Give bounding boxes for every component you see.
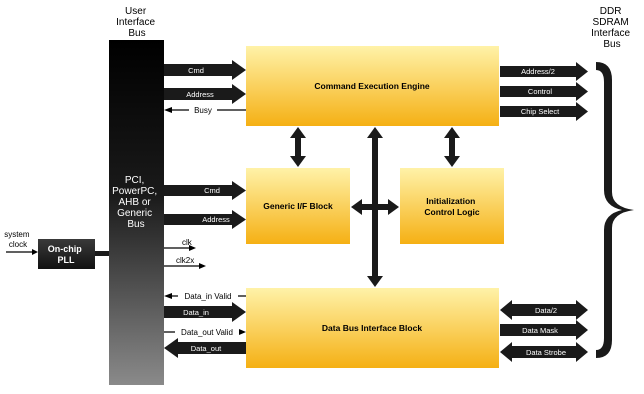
ddr-data-mask-label: Data Mask — [522, 326, 558, 335]
gif-icl-bidirectional-arrow — [351, 199, 399, 215]
cmd-label: Cmd — [188, 66, 204, 75]
user-bus-header: User Interface Bus — [116, 6, 158, 39]
command-execution-engine-block — [246, 46, 499, 126]
cmd-arrow — [164, 60, 246, 80]
data-out-arrow — [164, 338, 246, 358]
cee-gif-bidirectional-arrow — [290, 127, 306, 167]
ddr-control-arrow — [500, 82, 588, 101]
ddr-chip-select-arrow — [500, 102, 588, 121]
ddr-address-arrow — [500, 62, 588, 81]
data-bus-interface-block-label: Data Bus Interface Block — [322, 323, 422, 333]
bus-bar-label: PCI, PowerPC, AHB or Generic Bus — [112, 175, 160, 230]
data-in-valid-label-bg — [178, 289, 238, 301]
generic-if-block-label: Generic I/F Block — [263, 201, 333, 211]
clk2x-label: clk2x — [176, 256, 194, 265]
data-out-valid-label: Data_out Valid — [181, 328, 233, 337]
data-in-label: Data_in — [183, 308, 209, 317]
system-clock-arrowhead — [32, 249, 38, 255]
data-out-valid-arrowhead — [239, 329, 246, 335]
data-out-label: Data_out — [191, 344, 222, 353]
ddr-chip-select-label: Chip Select — [521, 107, 560, 116]
ddr-address-label: Address/2 — [521, 67, 555, 76]
ddr-bus-header: DDR SDRAM Interface Bus — [591, 6, 633, 50]
address-label: Address — [186, 90, 214, 99]
gif-cmd-label: Cmd — [204, 186, 220, 195]
data-in-valid-label: Data_in Valid — [185, 292, 232, 301]
user-interface-bus-bar — [109, 40, 164, 385]
clk2x-arrowhead — [199, 263, 206, 269]
ddr-data-label: Data/2 — [535, 306, 557, 315]
cee-icl-bidirectional-arrow — [444, 127, 460, 167]
busy-arrowhead — [164, 107, 172, 113]
data-in-valid-arrowhead — [164, 293, 172, 299]
address-arrow — [164, 84, 246, 104]
clk-label: clk — [182, 238, 193, 247]
busy-label-bg — [189, 103, 217, 115]
system-clock-label: system clock — [4, 230, 32, 249]
initialization-control-logic-block — [400, 168, 504, 244]
data-out-valid-label-bg — [175, 325, 239, 337]
ddr-control-label: Control — [528, 87, 553, 96]
data-bus-interface-block — [246, 288, 499, 368]
gif-address-arrow — [164, 210, 246, 229]
busy-label: Busy — [194, 106, 212, 115]
ddr-data-strobe-bidirectional-arrow — [500, 342, 588, 362]
ddr-bus-brace — [596, 62, 634, 358]
on-chip-pll-block — [38, 239, 95, 269]
clk-arrowhead — [189, 245, 196, 251]
command-execution-engine-label: Command Execution Engine — [314, 81, 430, 91]
gif-cmd-arrow — [164, 181, 246, 200]
ddr-data-mask-arrow — [500, 320, 588, 340]
gif-address-label: Address — [202, 215, 230, 224]
pll-bus-connector — [95, 251, 109, 256]
data-in-arrow — [164, 302, 246, 322]
ddr-data-strobe-label: Data Strobe — [526, 348, 566, 357]
ddr-data-bidirectional-arrow — [500, 300, 588, 320]
generic-if-block — [246, 168, 350, 244]
on-chip-pll-label: On-chip PLL — [48, 244, 85, 265]
initialization-control-logic-label: Initialization Control Logic — [424, 196, 480, 217]
